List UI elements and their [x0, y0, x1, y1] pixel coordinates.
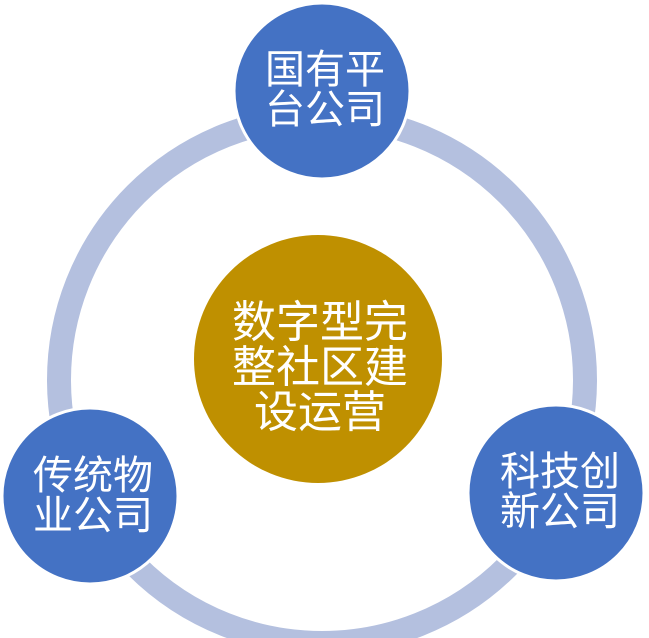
node-bottom-right-label-line-2: 新公司: [500, 489, 620, 535]
center-label-line-2: 整社区建: [232, 342, 408, 393]
node-top: 国有平 台公司: [232, 1, 412, 181]
node-bottom-left-circle: [0, 406, 180, 586]
center-label-line-3: 设运营: [254, 387, 386, 438]
node-bottom-right: 科技创 新公司: [466, 403, 646, 583]
node-bottom-left-label-line-1: 传统物: [33, 453, 153, 499]
node-top-circle: [232, 1, 412, 181]
center-circle: [194, 235, 442, 483]
node-bottom-right-label-line-1: 科技创: [500, 449, 620, 495]
node-top-label-line-1: 国有平: [265, 47, 385, 93]
node-bottom-left-label-line-2: 业公司: [33, 493, 153, 539]
node-top-label-line-2: 台公司: [265, 87, 385, 133]
node-bottom-right-circle: [466, 403, 646, 583]
center-label-line-1: 数字型完: [232, 297, 408, 348]
center-node: 数字型完 整社区建 设运营: [194, 235, 442, 483]
node-bottom-left: 传统物 业公司: [0, 406, 180, 586]
